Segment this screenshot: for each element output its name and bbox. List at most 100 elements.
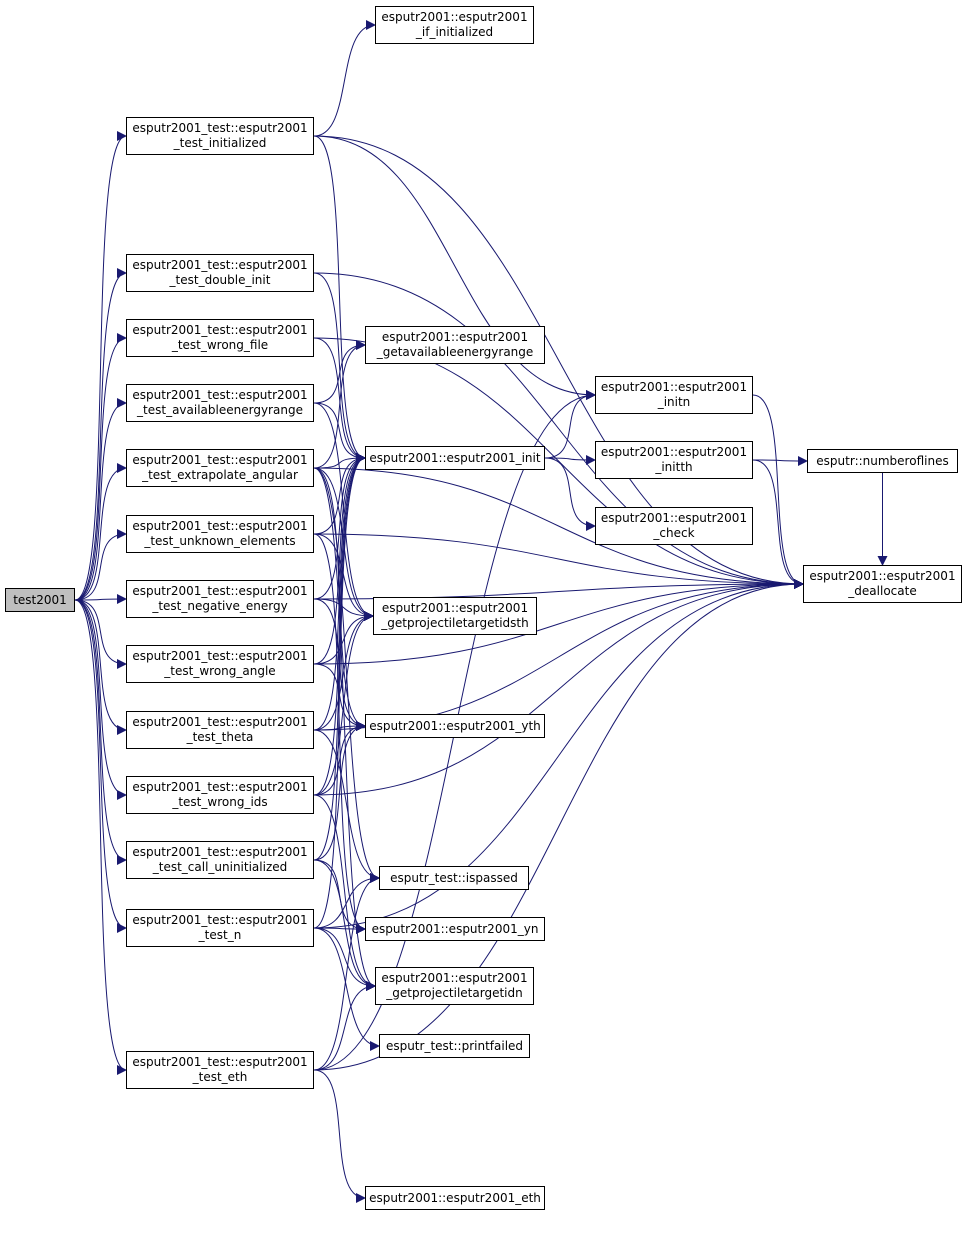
node-label-line1: esputr2001_test::esputr2001 [132,1055,308,1069]
edge-test2001-to-test_theta [74,599,127,735]
node-ispassed[interactable]: esputr_test::ispassed [379,866,529,890]
node-label-line2: _test_availableenergyrange [137,403,303,417]
edge-test_wrong_angle-to-deallocate [313,579,804,665]
node-label-line1: esputr2001_test::esputr2001 [132,519,308,533]
edge-test_wrong_ids-to-yth [313,721,366,796]
node-test-call-uninitialized[interactable]: esputr2001_test::esputr2001_test_call_un… [126,841,314,879]
node-label-line2: _test_extrapolate_angular [142,468,298,482]
node-label-line2: _test_call_uninitialized [152,860,288,874]
edge-test_extrapolate_angular-to-deallocate [313,467,804,589]
node-test-double-init[interactable]: esputr2001_test::esputr2001_test_double_… [126,254,314,292]
edge-test_theta-to-getprojectiletargetidsth [313,611,374,731]
edge-test2001-to-test_availableenergyrange [74,398,127,601]
node-test-wrong-angle[interactable]: esputr2001_test::esputr2001_test_wrong_a… [126,645,314,683]
node-label-line1: esputr2001_test::esputr2001 [132,649,308,663]
edge-test_n-to-printfailed [313,927,380,1051]
node-label: esputr::numberoflines [816,453,949,468]
edge-test_initialized-to-initn [313,135,596,400]
node-label-line1: esputr2001::esputr2001 [600,511,748,525]
node-label-line1: esputr2001::esputr2001 [381,971,528,985]
node-label-line1: esputr2001_test::esputr2001 [132,323,308,337]
node-test-wrong-ids[interactable]: esputr2001_test::esputr2001_test_wrong_i… [126,776,314,814]
node-if-initialized[interactable]: esputr2001::esputr2001_if_initialized [375,6,534,44]
node-eth[interactable]: esputr2001::esputr2001_eth [365,1186,545,1210]
node-test2001: test2001 [5,588,75,612]
node-test-eth[interactable]: esputr2001_test::esputr2001_test_eth [126,1051,314,1089]
node-label-line1: esputr2001::esputr2001 [600,380,748,394]
node-label-line1: esputr2001_test::esputr2001 [132,453,308,467]
node-test-n[interactable]: esputr2001_test::esputr2001_test_n [126,909,314,947]
node-label-line2: _test_double_init [169,273,271,287]
edge-test_eth-to-getprojectiletargetidn [313,981,376,1071]
node-label-line2: _deallocate [848,584,917,598]
node-label-line1: esputr2001_test::esputr2001 [132,584,308,598]
node-label-line2: _test_wrong_ids [172,795,268,809]
edge-test2001-to-test_unknown_elements [74,529,127,601]
node-label-line2: _test_negative_energy [152,599,288,613]
edge-test_unknown_elements-to-yn [313,533,366,934]
node-getprojectiletargetidsth[interactable]: esputr2001::esputr2001_getprojectiletarg… [373,597,537,635]
node-label-line2: _test_wrong_file [171,338,269,352]
node-test-availableenergyrange[interactable]: esputr2001_test::esputr2001_test_availab… [126,384,314,422]
node-label-line1: esputr2001::esputr2001 [381,10,528,24]
edge-test_negative_energy-to-getprojectiletargetidsth [313,598,374,621]
node-test-initialized[interactable]: esputr2001_test::esputr2001_test_initial… [126,117,314,155]
node-label-line2: _initth [655,460,693,474]
node-init[interactable]: esputr2001::esputr2001_init [365,446,545,470]
node-label-line1: esputr2001_test::esputr2001 [132,121,308,135]
node-label-line1: esputr2001::esputr2001 [600,445,748,459]
node-label-line1: esputr2001_test::esputr2001 [132,913,308,927]
edge-test2001-to-test_call_uninitialized [74,599,127,865]
edge-test_eth-to-ispassed [313,873,380,1071]
edge-test2001-to-test_n [74,599,127,933]
edge-test_extrapolate_angular-to-ispassed [313,467,380,883]
node-getprojectiletargetidn[interactable]: esputr2001::esputr2001_getprojectiletarg… [375,967,534,1005]
node-printfailed[interactable]: esputr_test::printfailed [379,1034,530,1058]
node-test-unknown-elements[interactable]: esputr2001_test::esputr2001_test_unknown… [126,515,314,553]
edge-test_wrong_ids-to-deallocate [313,579,804,796]
node-test-theta[interactable]: esputr2001_test::esputr2001_test_theta [126,711,314,749]
node-label-line1: esputr2001_test::esputr2001 [132,258,308,272]
edge-test_wrong_ids-to-init [313,453,366,796]
edge-test_n-to-getprojectiletargetidn [313,927,376,991]
node-check[interactable]: esputr2001::esputr2001_check [595,507,753,545]
edge-init-to-initth [544,454,596,465]
edge-test_extrapolate_angular-to-getavailableenergyrange [313,340,366,469]
edge-init-to-initn [544,390,596,459]
node-label: esputr_test::ispassed [390,870,518,885]
edge-test_eth-to-eth [313,1069,366,1203]
node-label-line1: esputr2001::esputr2001 [381,601,529,615]
node-label-line1: esputr2001::esputr2001 [809,569,956,583]
node-label-line1: esputr2001_test::esputr2001 [132,845,308,859]
edge-test2001-to-test_wrong_ids [74,599,127,800]
edge-test2001-to-test_negative_energy [74,594,127,605]
node-deallocate[interactable]: esputr2001::esputr2001_deallocate [803,565,962,603]
node-label-line2: _test_theta [186,730,254,744]
edge-test_wrong_ids-to-getprojectiletargetidn [313,794,376,991]
edge-test_wrong_angle-to-init [313,453,366,665]
node-yn[interactable]: esputr2001::esputr2001_yn [365,917,545,941]
node-label-line2: _test_n [198,928,242,942]
node-test-extrapolate-angular[interactable]: esputr2001_test::esputr2001_test_extrapo… [126,449,314,487]
node-test-negative-energy[interactable]: esputr2001_test::esputr2001_test_negativ… [126,580,314,618]
node-label-line2: _test_eth [192,1070,248,1084]
node-getavailableenergyrange[interactable]: esputr2001::esputr2001_getavailableenerg… [365,326,545,364]
node-yth[interactable]: esputr2001::esputr2001_yth [365,714,545,738]
edge-test_n-to-init [313,453,366,929]
node-label-line2: _getprojectiletargetidsth [381,616,529,630]
node-label-line1: esputr2001::esputr2001 [381,330,529,344]
node-test-wrong-file[interactable]: esputr2001_test::esputr2001_test_wrong_f… [126,319,314,357]
node-label-line2: _initn [657,395,691,409]
edge-test2001-to-test_double_init [74,268,127,601]
node-initth[interactable]: esputr2001::esputr2001_initth [595,441,753,479]
node-label-line1: esputr2001_test::esputr2001 [132,780,308,794]
node-numberoflines[interactable]: esputr::numberoflines [807,449,958,473]
node-label: test2001 [13,592,67,607]
node-initn[interactable]: esputr2001::esputr2001_initn [595,376,753,414]
edge-test_double_init-to-deallocate [313,272,804,589]
node-label-line2: _test_unknown_elements [144,534,296,548]
edge-test_initialized-to-init [313,135,366,463]
node-label-line1: esputr2001_test::esputr2001 [132,388,308,402]
edge-test_initialized-to-if_initialized [313,20,376,137]
